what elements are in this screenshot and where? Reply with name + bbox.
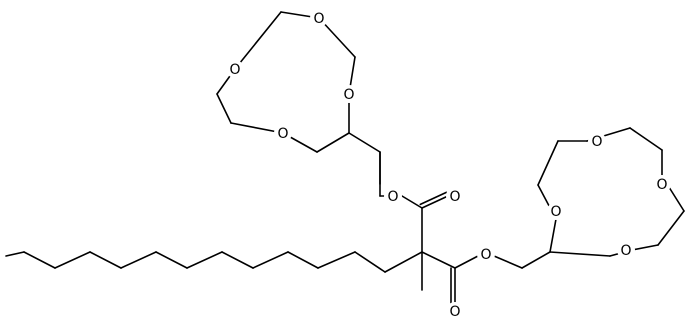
bond-layer: [5, 11, 685, 304]
alkyl-chain-bond: [317, 251, 356, 269]
ring-bond: [216, 93, 232, 124]
linker-bond: [521, 251, 551, 269]
atom-label: O: [449, 304, 460, 320]
ring-bond: [549, 251, 611, 257]
alkyl-chain-bond: [354, 251, 386, 273]
ring-bond: [657, 210, 685, 246]
atom-label: O: [277, 126, 288, 142]
alkyl-chain-bond: [89, 251, 122, 269]
atom-ring2-o2: O: [653, 175, 671, 193]
atom-label: O: [449, 189, 460, 205]
atom-ester1-o-double: O: [446, 187, 464, 205]
atom-ring1-o1: O: [310, 9, 328, 27]
atom-ring2-o4: O: [617, 241, 635, 259]
atom-label: O: [550, 204, 561, 220]
ring-bond: [316, 132, 350, 153]
atom-ester1-o-single: O: [384, 187, 402, 205]
atom-ring2-o3: O: [547, 202, 565, 220]
ester-bond: [421, 251, 456, 269]
atom-ring1-o3: O: [226, 60, 244, 78]
atom-ring1-o4: O: [274, 124, 292, 142]
alkyl-chain-bond: [186, 251, 223, 269]
alkyl-chain-bond: [54, 251, 91, 269]
atom-label: O: [343, 87, 354, 103]
atom-ester2-o-double: O: [446, 302, 464, 320]
carbonyl-bond: [419, 191, 448, 206]
ring-bond: [629, 127, 663, 151]
linker-bond: [493, 255, 523, 269]
alkyl-chain-bond: [287, 251, 319, 269]
carbonyl-bond: [421, 195, 449, 209]
alkyl-chain-bond: [155, 251, 188, 269]
atom-ester2-o-single: O: [477, 245, 495, 263]
atom-label: O: [387, 189, 398, 205]
atom-label: O: [591, 134, 602, 150]
alkyl-chain-bond: [5, 251, 25, 257]
atom-label: O: [313, 11, 324, 27]
ester-bond: [401, 195, 423, 209]
ester-bond: [454, 255, 479, 269]
alkyl-chain-bond: [120, 251, 157, 269]
ring-bond: [537, 140, 559, 186]
alkyl-chain-bond: [384, 251, 423, 273]
alkyl-chain-bond: [221, 251, 254, 269]
atom-ring2-o1: O: [588, 132, 606, 150]
atom-ring1-o2: O: [340, 85, 358, 103]
ring-bond: [549, 218, 557, 253]
linker-bond: [348, 132, 381, 153]
atom-layer: O O O O O O O O: [226, 9, 671, 320]
ring-bond: [234, 11, 282, 70]
atom-label: O: [480, 247, 491, 263]
atom-label: O: [229, 62, 240, 78]
ring-bond: [631, 244, 659, 251]
alkyl-chain-bond: [23, 251, 56, 269]
alkyl-chain-bond: [252, 251, 289, 269]
atom-label: O: [656, 177, 667, 193]
atom-label: O: [620, 243, 631, 259]
